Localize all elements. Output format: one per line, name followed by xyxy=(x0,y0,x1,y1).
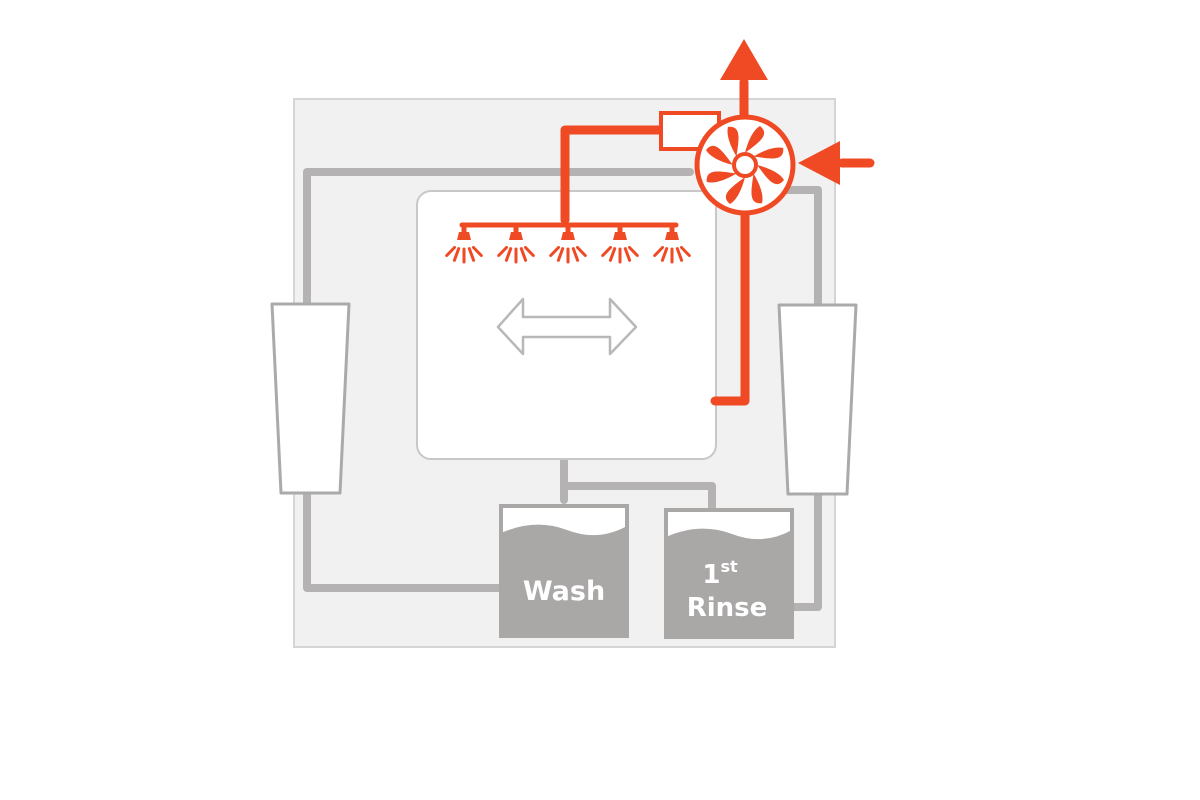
wash-tank: Wash xyxy=(499,504,629,638)
fan-housing xyxy=(659,111,721,151)
fan-blade xyxy=(753,147,784,159)
air-inlet-arrow-icon xyxy=(798,141,840,185)
fan-blade xyxy=(751,173,763,204)
fan-blade xyxy=(745,126,765,153)
exhaust-fan-icon xyxy=(694,114,796,216)
rinse-tank: 1st Rinse xyxy=(664,508,794,639)
rinse-tank-number: 1st xyxy=(702,557,738,590)
spray-nozzles xyxy=(445,225,691,264)
spray-nozzle-icon xyxy=(445,225,483,264)
rinse-tank-superscript: st xyxy=(720,557,738,576)
spray-nozzle-icon xyxy=(601,225,639,264)
fan-blade xyxy=(706,145,733,165)
exhaust-outlet-arrow-icon xyxy=(720,39,768,80)
spray-circuit xyxy=(459,77,875,406)
fan-blade xyxy=(727,126,739,157)
spray-nozzle-icon xyxy=(549,225,587,264)
spray-nozzle-icon xyxy=(497,225,535,264)
fan-blade xyxy=(725,177,745,204)
right-filter xyxy=(777,303,858,496)
spray-nozzle-icon xyxy=(653,225,691,264)
double-headed-arrow-icon xyxy=(496,297,638,356)
rinse-tank-label: Rinse xyxy=(687,593,768,623)
fan-blade xyxy=(757,165,784,185)
left-filter xyxy=(270,302,351,495)
fan-blade xyxy=(706,171,737,183)
wash-tank-label: Wash xyxy=(523,576,605,607)
